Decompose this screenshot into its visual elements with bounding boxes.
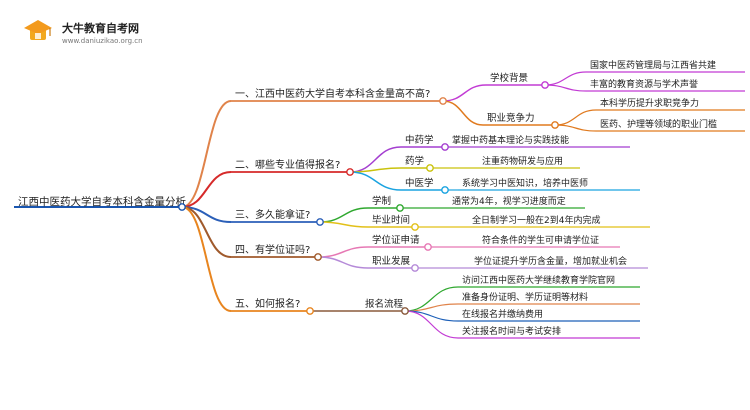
leaf-label: 关注报名时间与考试安排 — [462, 325, 561, 337]
branch-connector — [181, 206, 232, 312]
leaf-label: 注重药物研发与应用 — [482, 155, 563, 167]
subtopic-connector — [442, 100, 484, 126]
leaf-label: 通常为4年，视学习进度而定 — [452, 195, 566, 207]
leaf-connector — [554, 109, 597, 126]
leaf-label: 全日制学习一般在2到4年内完成 — [472, 214, 600, 226]
leaf-label: 本科学历提升求职竞争力 — [600, 97, 699, 109]
subtopic-collapse-handle — [411, 264, 419, 272]
branch-collapse-handle — [306, 307, 314, 315]
subtopic-label: 学制 — [372, 195, 391, 207]
root-collapse-handle — [178, 203, 186, 211]
subtopic-label: 药学 — [405, 155, 424, 167]
branch-collapse-handle — [346, 168, 354, 176]
subtopic-label: 职业竞争力 — [487, 112, 535, 124]
subtopic-collapse-handle — [541, 81, 549, 89]
leaf-label: 访问江西中医药大学继续教育学院官网 — [462, 274, 615, 286]
brand-url: www.daniuzikao.org.cn — [62, 37, 143, 45]
subtopic-connector — [319, 207, 369, 223]
subtopic-connector — [442, 84, 487, 102]
leaf-label: 医药、护理等领域的职业门槛 — [600, 118, 717, 130]
branch-topic: 一、江西中医药大学自考本科含金量高不高? — [235, 87, 430, 100]
leaf-connector — [544, 71, 587, 86]
subtopic-collapse-handle — [411, 223, 419, 231]
branch-collapse-handle — [316, 218, 324, 226]
branch-connector — [181, 206, 232, 258]
subtopic-label: 毕业时间 — [372, 214, 410, 226]
subtopic-connector — [349, 167, 402, 173]
branch-connector — [181, 171, 232, 208]
branch-topic: 四、有学位证吗? — [235, 243, 310, 256]
subtopic-label: 学校背景 — [490, 72, 528, 84]
leaf-label: 国家中医药管理局与江西省共建 — [590, 59, 716, 71]
graduation-cap-icon — [24, 20, 52, 40]
subtopic-collapse-handle — [441, 143, 449, 151]
branch-collapse-handle — [439, 97, 447, 105]
subtopic-collapse-handle — [424, 243, 432, 251]
subtopic-collapse-handle — [396, 204, 404, 212]
subtopic-connector — [319, 221, 369, 228]
leaf-connector — [554, 124, 597, 132]
leaf-label: 准备身份证明、学历证明等材料 — [462, 291, 588, 303]
subtopic-connector — [317, 246, 369, 258]
leaf-label: 系统学习中医知识，培养中医师 — [462, 177, 588, 189]
subtopic-label: 报名流程 — [365, 298, 404, 310]
leaf-label: 在线报名并缴纳费用 — [462, 308, 543, 320]
branch-connector — [181, 100, 232, 208]
root-topic: 江西中医药大学自考本科含金量分析 — [18, 195, 186, 208]
subtopic-collapse-handle — [401, 307, 409, 315]
subtopic-collapse-handle — [551, 121, 559, 129]
brand-title: 大牛教育自考网 — [62, 21, 139, 35]
leaf-label: 掌握中药基本理论与实践技能 — [452, 134, 569, 146]
branch-topic: 五、如何报名? — [235, 297, 300, 310]
subtopic-connector — [349, 171, 402, 191]
branch-collapse-handle — [314, 253, 322, 261]
leaf-connector — [404, 310, 459, 339]
leaf-connector — [544, 84, 587, 92]
subtopic-collapse-handle — [441, 186, 449, 194]
branch-topic: 二、哪些专业值得报名? — [235, 158, 340, 171]
subtopic-label: 职业发展 — [372, 255, 411, 267]
subtopic-label: 中医学 — [405, 177, 434, 189]
subtopic-label: 学位证申请 — [372, 234, 420, 246]
leaf-label: 学位证提升学历含金量，增加就业机会 — [474, 255, 627, 267]
leaf-label: 符合条件的学生可申请学位证 — [482, 234, 599, 246]
subtopic-label: 中药学 — [405, 134, 434, 146]
brand-logo: 大牛教育自考网 www.daniuzikao.org.cn — [24, 20, 143, 45]
subtopic-connector — [317, 256, 369, 269]
subtopic-collapse-handle — [426, 164, 434, 172]
branch-topic: 三、多久能拿证? — [235, 208, 310, 221]
leaf-label: 丰富的教育资源与学术声誉 — [590, 78, 698, 90]
